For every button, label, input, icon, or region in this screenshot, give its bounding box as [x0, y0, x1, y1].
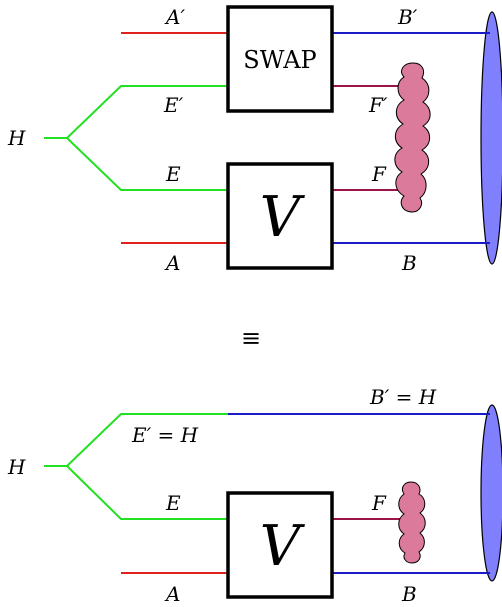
- bottom-v-label: V: [260, 514, 306, 579]
- top-wire-h-branch: [44, 85, 228, 139]
- bottom-label-b-prime-eq: B′ = H: [369, 385, 437, 409]
- bottom-wire-h-branch-lower: [66, 465, 228, 520]
- top-label-h: H: [7, 126, 26, 150]
- top-label-e: E: [165, 162, 181, 186]
- top-label-f: F: [371, 162, 387, 186]
- top-label-f-prime: F′: [368, 93, 388, 117]
- bottom-entangled-oval: [480, 404, 502, 582]
- bottom-label-h: H: [7, 455, 26, 479]
- top-diagram: SWAP V A′ B′ E′ F′ H E F A B: [7, 5, 502, 275]
- top-label-a-prime: A′: [164, 5, 185, 29]
- bottom-label-a: A: [164, 582, 180, 606]
- bottom-label-e-prime-eq: E′ = H: [131, 423, 199, 447]
- top-v-label: V: [260, 185, 306, 250]
- top-label-b: B: [401, 251, 417, 275]
- top-v-box: [226, 162, 334, 270]
- equivalence-symbol: ≡: [241, 324, 261, 352]
- top-entangled-oval: [480, 11, 502, 265]
- top-label-e-prime: E′: [163, 93, 184, 117]
- bottom-label-e: E: [165, 491, 181, 515]
- bottom-v-box: [226, 491, 334, 599]
- top-label-b-prime: B′: [397, 5, 418, 29]
- bottom-correlation-blob: [398, 481, 426, 564]
- bottom-label-f: F: [371, 491, 387, 515]
- top-label-a: A: [164, 251, 180, 275]
- top-wire-h-branch-lower: [66, 137, 228, 191]
- top-swap-box: [226, 5, 334, 113]
- bottom-label-b: B: [401, 582, 417, 606]
- bottom-wire-h-branch-upper: [44, 413, 228, 467]
- top-swap-label: SWAP: [243, 46, 316, 74]
- top-correlation-blob: [394, 62, 431, 213]
- bottom-diagram: V B′ = H E′ = H H E F A B: [7, 385, 502, 606]
